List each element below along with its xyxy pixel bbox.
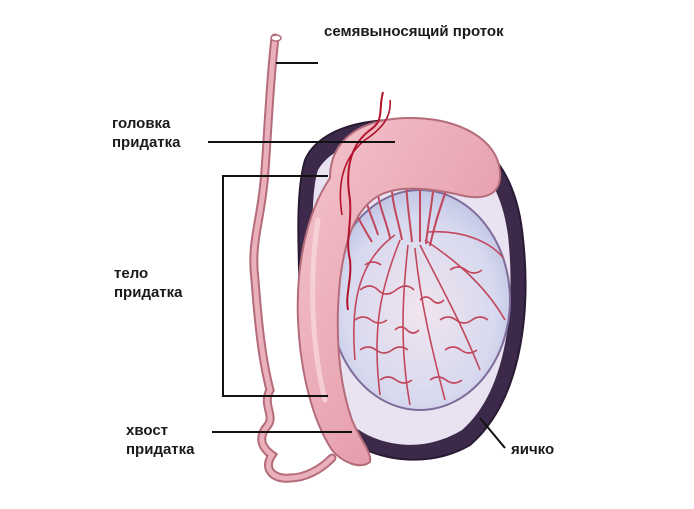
testicular-artery: [346, 91, 384, 311]
label-body-line1: тело: [114, 265, 149, 282]
vas-deferens-opening: [270, 34, 282, 42]
label-vas-deferens: семявыносящий проток: [324, 22, 504, 41]
label-epididymis-tail: хвост придатка: [126, 421, 195, 459]
bracket-body: [222, 175, 328, 397]
epididymis: [296, 116, 502, 467]
testicular-vein: [339, 99, 391, 216]
label-tail-line1: хвост: [126, 422, 169, 439]
leader-testis: [479, 417, 506, 449]
leader-lines: [208, 62, 506, 449]
label-body-line2: придатка: [114, 284, 183, 301]
label-head-line2: придатка: [112, 134, 181, 151]
vas-deferens-inner: [251, 35, 335, 481]
seminiferous-tubules: [352, 230, 506, 406]
epididymis-highlight: [310, 217, 328, 403]
label-epididymis-head: головка придатка: [112, 114, 181, 152]
label-testis: яичко: [511, 440, 554, 459]
label-tail-line2: придатка: [126, 441, 195, 458]
label-epididymis-body: тело придатка: [114, 264, 183, 302]
label-vas-deferens-text: семявыносящий проток: [324, 23, 504, 40]
label-head-line1: головка: [112, 115, 171, 132]
label-testis-text: яичко: [511, 441, 555, 458]
